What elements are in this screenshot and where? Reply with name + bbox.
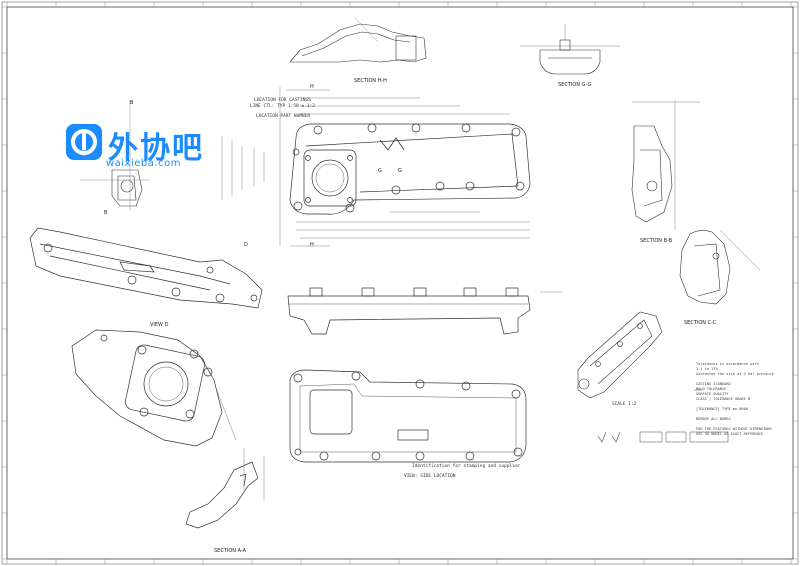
side-elevation-view [287,287,562,335]
note-line: CLASS / TOLERANCE GRADE B [696,397,751,401]
note-line: CASTING STANDARD [696,382,731,386]
section-letter-h1: H [310,84,314,90]
section-letter-h2: H [310,242,314,248]
section-letter-b2: B [104,210,108,216]
scale-label: SCALE 1:2 [612,402,637,407]
view-d-title: VIEW D [150,322,169,328]
brand-url: waixieba.com [106,158,181,169]
note-line: MOLD TOLERANCE [696,387,727,391]
section-aa-title: SECTION A-A [214,548,247,554]
section-hh-title: SECTION H-H [354,78,387,84]
section-bb-title: SECTION B-B [640,238,673,244]
note-line: [TOLERANCE] TYPE me 0000 [696,407,748,411]
view-d-isometric [71,329,237,447]
section-cc-view [679,229,761,305]
note-line: SURFACE QUALITY [696,392,729,396]
callout-location-castings: LOCATION FOR CASTINGS [254,98,311,103]
section-letter-b1: B [130,100,134,106]
section-letter-g1: G [378,168,382,174]
isometric-small-view [577,311,663,399]
note-line: 1.1 to 175 [696,367,718,371]
title-block [597,389,729,443]
section-aa-view [185,448,265,529]
bottom-view [289,369,527,463]
view-letter-d: D [244,242,248,248]
callout-line-ctl: LINE CTL: TYP 1:50 ± 1:2 [250,104,316,109]
note-line: USE 3D MODEL AS EXACT REFERENCE [696,432,764,436]
section-letter-g2: G [398,168,402,174]
section-gg-view [520,24,620,75]
brand-mark-icon [66,124,102,160]
main-top-view [221,86,531,247]
note-line: Tolerances in accordance with [696,362,759,366]
callout-identification: Identification for stamping and supplier [412,464,521,469]
section-bb-left-view [80,100,150,210]
note-line: FOR THE FEATURES WITHOUT DIMENSIONS [696,427,772,431]
isometric-side-view [29,227,263,309]
brand-name: 外协吧 [108,131,204,166]
note-line: Guarantee the size at 2 bar pressure [696,372,774,376]
section-bb-right-view [631,100,700,230]
watermark-logo: 外协吧 waixieba.com [66,121,216,175]
section-cc-title: SECTION C-C [684,320,717,326]
section-gg-title: SECTION G-G [558,82,592,88]
callout-location-part: LOCATION PART NUMBER [256,114,311,119]
note-line: REMOVE ALL BURRS [696,417,731,421]
callout-side-location: VIEW: SIDE LOCATION [404,474,456,479]
section-hh-view [289,17,427,63]
